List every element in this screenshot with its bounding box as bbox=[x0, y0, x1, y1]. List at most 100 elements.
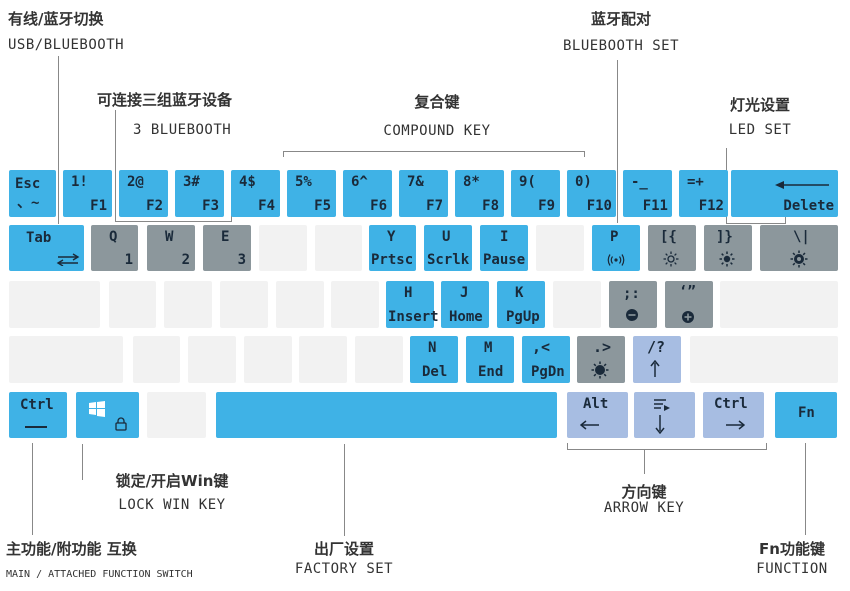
key-o[interactable] bbox=[536, 225, 584, 271]
key-right-ctrl[interactable]: Ctrl bbox=[703, 392, 764, 438]
key-v[interactable] bbox=[299, 336, 347, 383]
light-effect-icon bbox=[591, 361, 609, 379]
key-win[interactable] bbox=[76, 392, 139, 438]
key-u-label: U bbox=[442, 229, 451, 245]
key-equal[interactable]: =+ F12 bbox=[679, 170, 728, 217]
three-bluetooth-label-cn: 可连接三组蓝牙设备 bbox=[97, 91, 233, 109]
key-y[interactable]: Y Prtsc bbox=[369, 225, 416, 271]
key-a[interactable] bbox=[109, 281, 156, 328]
key-backslash[interactable]: \| bbox=[760, 225, 838, 271]
key-quote-label: ‘” bbox=[679, 284, 696, 300]
key-e-sub: 3 bbox=[237, 252, 246, 268]
key-f[interactable] bbox=[276, 281, 324, 328]
key-3[interactable]: 3# F3 bbox=[175, 170, 224, 217]
bluetooth-set-label-en: BLUEBOOTH SET bbox=[562, 38, 680, 54]
arrow-up-icon bbox=[650, 360, 660, 377]
key-i[interactable]: I Pause bbox=[480, 225, 528, 271]
key-j[interactable]: J Home bbox=[441, 281, 489, 328]
key-y-label: Y bbox=[387, 229, 396, 245]
key-4[interactable]: 4$ F4 bbox=[231, 170, 280, 217]
key-minus[interactable]: -_ F11 bbox=[623, 170, 672, 217]
key-2[interactable]: 2@ F2 bbox=[119, 170, 168, 217]
key-w-sub: 2 bbox=[181, 252, 190, 268]
key-slash[interactable]: /? bbox=[633, 336, 681, 383]
key-fn[interactable]: Fn bbox=[775, 392, 837, 438]
key-e[interactable]: E 3 bbox=[203, 225, 251, 271]
key-0[interactable]: 0) F10 bbox=[567, 170, 616, 217]
key-r[interactable] bbox=[259, 225, 307, 271]
key-enter[interactable] bbox=[720, 281, 838, 328]
brightness-down-icon bbox=[663, 251, 679, 267]
key-w[interactable]: W 2 bbox=[147, 225, 195, 271]
key-n[interactable]: N Del bbox=[410, 336, 458, 383]
lock-win-label-en: LOCK WIN KEY bbox=[118, 497, 226, 513]
key-ctrl[interactable]: Ctrl bbox=[9, 392, 67, 438]
key-8-label: 8* bbox=[463, 174, 480, 190]
key-space[interactable] bbox=[216, 392, 557, 438]
key-alt[interactable]: Alt bbox=[567, 392, 628, 438]
arrow-down-icon bbox=[655, 415, 665, 434]
key-left-alt[interactable] bbox=[147, 392, 206, 438]
key-s[interactable] bbox=[164, 281, 212, 328]
leader-line-main bbox=[32, 443, 33, 535]
key-semicolon[interactable]: ;: bbox=[609, 281, 657, 328]
key-m[interactable]: M End bbox=[466, 336, 514, 383]
key-5-label: 5% bbox=[295, 174, 312, 190]
key-comma[interactable]: ,< PgDn bbox=[522, 336, 570, 383]
key-alt-label: Alt bbox=[583, 396, 609, 412]
key-z[interactable] bbox=[133, 336, 180, 383]
key-u[interactable]: U Scrlk bbox=[424, 225, 472, 271]
leader-line-usb bbox=[58, 56, 59, 224]
bracket-3bt-end bbox=[231, 213, 232, 222]
key-n-sub: Del bbox=[422, 364, 448, 380]
key-6[interactable]: 6^ F6 bbox=[343, 170, 392, 217]
key-f4-label: F4 bbox=[258, 198, 275, 214]
bracket-arrow-start bbox=[567, 443, 568, 450]
key-l[interactable] bbox=[553, 281, 601, 328]
main-switch-label-cn: 主功能/附功能 互换 bbox=[6, 540, 137, 558]
key-rctrl-label: Ctrl bbox=[714, 396, 748, 412]
key-left-shift[interactable] bbox=[9, 336, 123, 383]
leader-line-arrow bbox=[644, 449, 645, 474]
fn-label-cn: Fn功能键 bbox=[759, 540, 825, 558]
key-h[interactable]: H Insert bbox=[386, 281, 439, 328]
key-5[interactable]: 5% F5 bbox=[287, 170, 336, 217]
arrow-key-label-en: ARROW KEY bbox=[603, 500, 685, 516]
arrow-left-icon bbox=[580, 420, 599, 430]
key-right-shift[interactable] bbox=[690, 336, 838, 383]
key-caps-lock[interactable] bbox=[9, 281, 100, 328]
key-7[interactable]: 7& F7 bbox=[399, 170, 448, 217]
key-q[interactable]: Q 1 bbox=[91, 225, 138, 271]
key-q-sub: 1 bbox=[124, 252, 133, 268]
key-x[interactable] bbox=[188, 336, 236, 383]
speed-up-icon bbox=[682, 311, 694, 323]
key-tab[interactable]: Tab bbox=[9, 225, 84, 271]
usb-bluetooth-label-en: USB/BLUEBOOTH bbox=[8, 37, 125, 53]
key-quote[interactable]: ‘” bbox=[665, 281, 713, 328]
key-b[interactable] bbox=[355, 336, 403, 383]
arrow-key-label-cn: 方向键 bbox=[621, 483, 667, 501]
light-mode-icon bbox=[790, 250, 808, 268]
key-k[interactable]: K PgUp bbox=[497, 281, 545, 328]
key-left-bracket[interactable]: [{ bbox=[648, 225, 696, 271]
key-d[interactable] bbox=[220, 281, 268, 328]
key-delete[interactable]: Delete bbox=[731, 170, 838, 217]
backspace-arrow-icon bbox=[775, 181, 829, 189]
key-g[interactable] bbox=[331, 281, 379, 328]
compound-key-label-en: COMPOUND KEY bbox=[383, 123, 491, 139]
key-period[interactable]: .> bbox=[577, 336, 625, 383]
three-bluetooth-label-en: 3 BLUEBOOTH bbox=[133, 122, 232, 138]
bracket-led-end bbox=[785, 215, 786, 224]
leader-line-factory bbox=[344, 444, 345, 536]
key-9[interactable]: 9( F9 bbox=[511, 170, 560, 217]
key-t[interactable] bbox=[315, 225, 362, 271]
key-right-bracket[interactable]: ]} bbox=[704, 225, 752, 271]
key-1[interactable]: 1! F1 bbox=[63, 170, 112, 217]
key-menu[interactable] bbox=[634, 392, 695, 438]
key-c[interactable] bbox=[244, 336, 292, 383]
key-esc[interactable]: Esc 、~ bbox=[9, 170, 56, 217]
key-period-label: .> bbox=[593, 338, 612, 356]
key-p[interactable]: P bbox=[592, 225, 640, 271]
key-9-label: 9( bbox=[519, 174, 536, 190]
key-8[interactable]: 8* F8 bbox=[455, 170, 504, 217]
